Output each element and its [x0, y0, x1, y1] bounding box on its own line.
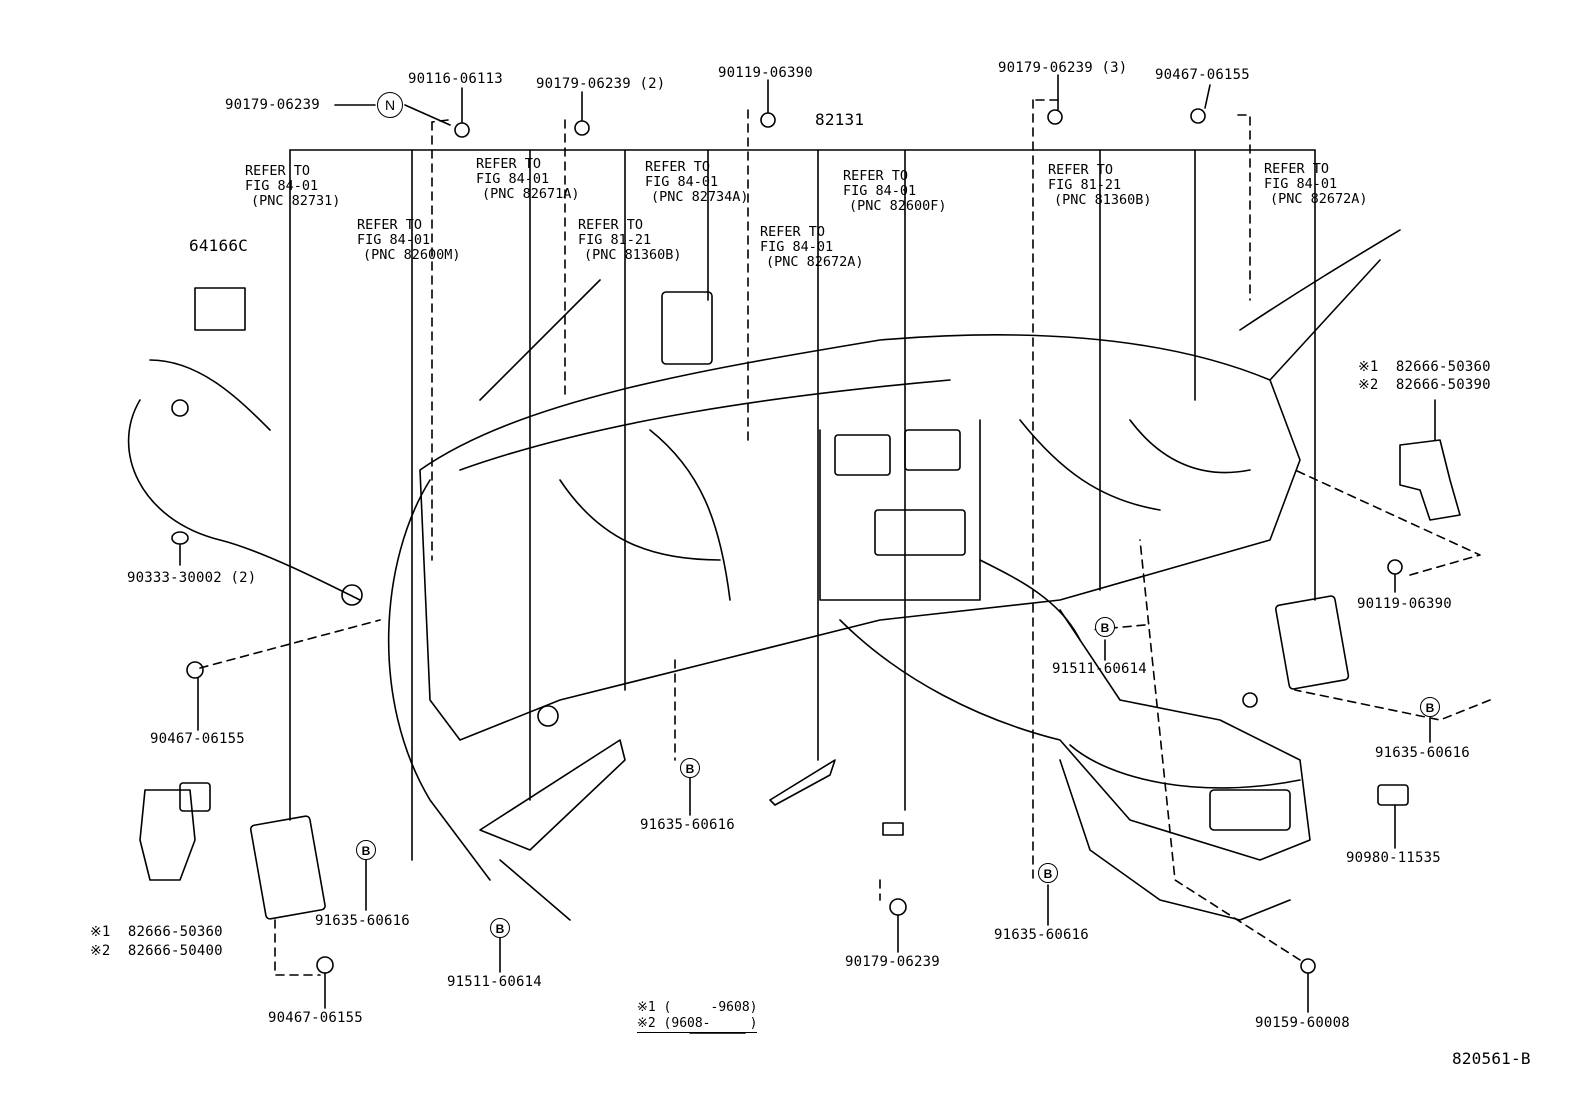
- circle-tag-b-2: B: [1420, 697, 1440, 717]
- left-harness-branch: [127, 399, 361, 601]
- control-module-left: [249, 815, 326, 920]
- callout-90980-11535: 90980-11535: [1346, 850, 1441, 866]
- grommet-90333: [171, 531, 189, 545]
- part-64166c-plate: [194, 287, 246, 331]
- part-number-64166c: 64166C: [189, 236, 248, 255]
- callout-90179-06239-lower: 90179-06239: [845, 954, 940, 970]
- circle-tag-n: N: [377, 92, 403, 118]
- callout-90467-06155-left: 90467-06155: [150, 731, 245, 747]
- callout-90116-06113: 90116-06113: [408, 71, 503, 87]
- variant-right-1: ※1 82666-50360: [1358, 359, 1491, 375]
- variant-right-2: ※2 82666-50390: [1358, 377, 1491, 393]
- callout-91511-60614-lower: 91511-60614: [447, 974, 542, 990]
- diagram-id: 820561-B: [1452, 1049, 1531, 1068]
- callout-90119-06390: 90119-06390: [718, 65, 813, 81]
- note-variant-1: ※1 ( -9608): [637, 1000, 758, 1015]
- sensor-right: [1399, 439, 1461, 521]
- circle-tag-b-3: B: [680, 758, 700, 778]
- relay-module-top: [661, 291, 713, 365]
- callout-91511-60614-right: 91511-60614: [1052, 661, 1147, 677]
- connector-90980: [1377, 784, 1409, 806]
- callout-90179-06239: 90179-06239: [225, 97, 320, 113]
- callout-90179-06239-3: 90179-06239 (3): [998, 60, 1128, 76]
- callout-91635-60616-left: 91635-60616: [315, 913, 410, 929]
- fuse-block: [479, 739, 626, 851]
- control-module-right: [1274, 595, 1350, 690]
- circle-tag-b-6: B: [490, 918, 510, 938]
- callout-90119-06390-right: 90119-06390: [1357, 596, 1452, 612]
- callout-91635-60616-lower: 91635-60616: [994, 927, 1089, 943]
- variant-left-1: ※1 82666-50360: [90, 924, 223, 940]
- callout-91635-60616-center: 91635-60616: [640, 817, 735, 833]
- note-variant-2: ※2 (9608- ): [637, 1016, 758, 1033]
- variant-date-notes: ※1 ( -9608) ※2 (9608- ): [637, 1000, 758, 1033]
- circle-tag-b-1: B: [1095, 617, 1115, 637]
- callout-90159-60008: 90159-60008: [1255, 1015, 1350, 1031]
- bracket-left: [139, 789, 196, 881]
- callout-90467-06155-top: 90467-06155: [1155, 67, 1250, 83]
- part-number-82131: 82131: [815, 110, 865, 129]
- circle-tag-b-4: B: [356, 840, 376, 860]
- callout-91635-60616-right: 91635-60616: [1375, 745, 1470, 761]
- variant-left-2: ※2 82666-50400: [90, 943, 223, 959]
- bracket-center: [769, 759, 836, 806]
- circle-tag-b-5: B: [1038, 863, 1058, 883]
- callout-90179-06239-2: 90179-06239 (2): [536, 76, 666, 92]
- callout-90333-30002: 90333-30002 (2): [127, 570, 257, 586]
- callout-90467-06155-bottom: 90467-06155: [268, 1010, 363, 1026]
